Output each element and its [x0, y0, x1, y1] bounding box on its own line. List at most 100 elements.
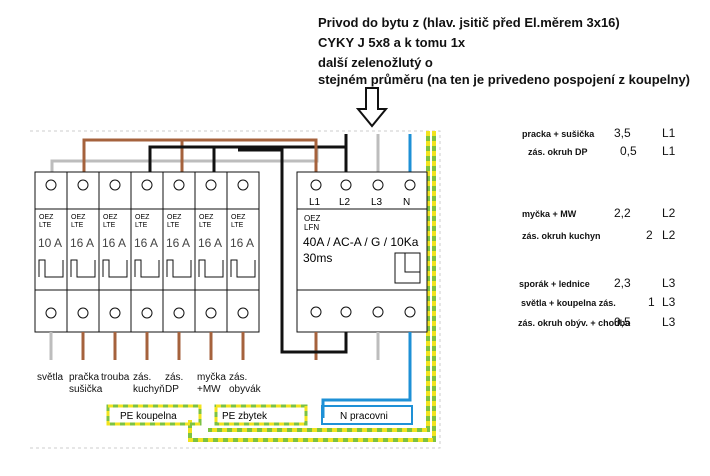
rcd-spec: 40A / AC-A / G / 10Ka — [303, 235, 419, 249]
rcd-body — [296, 171, 428, 333]
breaker-label-1: zás. — [165, 372, 183, 383]
rcd-terminal-screw-icon — [310, 306, 322, 318]
load-phase: L3 — [662, 315, 676, 329]
breaker-toggle-icon — [166, 259, 192, 278]
breaker-model: LTE — [135, 222, 148, 229]
pe-rest-label: PE zbytek — [222, 411, 268, 422]
breaker-toggle-icon — [230, 259, 256, 278]
breaker-model: LTE — [167, 222, 180, 229]
breaker-label-1: myčka — [197, 372, 226, 383]
breaker-rating: 16 A — [102, 236, 126, 250]
breaker-label-1: světla — [37, 372, 64, 383]
breaker-body — [130, 171, 164, 333]
breaker-brand: OEZ — [103, 214, 118, 221]
breaker-label-2: DP — [165, 384, 179, 395]
load-name: zás. okruh DP — [528, 147, 588, 157]
breaker-rating: 16 A — [166, 236, 190, 250]
breaker-label-2: sušička — [69, 384, 103, 395]
breaker-toggle-icon — [102, 259, 128, 278]
terminal-screw-icon — [45, 179, 57, 191]
breaker-body — [162, 171, 196, 333]
load-phase: L1 — [662, 144, 676, 158]
breaker-toggle-icon — [70, 259, 96, 278]
terminal-screw-icon — [141, 307, 153, 319]
breaker-body — [226, 171, 260, 333]
breaker-model: LTE — [231, 222, 244, 229]
terminal-screw-icon — [77, 307, 89, 319]
load-phase: L3 — [662, 295, 676, 309]
breaker-model: LTE — [199, 222, 212, 229]
header-line-2: CYKY J 5x8 a k tomu 1x — [318, 35, 466, 50]
breaker-toggle-icon — [134, 259, 160, 278]
load-phase: L3 — [662, 276, 676, 290]
load-value: 1 — [648, 295, 655, 309]
bottom-wires — [49, 332, 245, 360]
breaker-brand: OEZ — [167, 214, 182, 221]
rcd-terminal-screw-icon — [404, 179, 416, 191]
rcd-terminal-screw-icon — [340, 179, 352, 191]
terminal-screw-icon — [173, 179, 185, 191]
load-value: 2,3 — [614, 276, 631, 290]
rcd-terminal-label: L1 — [309, 197, 321, 208]
breaker-brand: OEZ — [39, 214, 54, 221]
terminal-screw-icon — [205, 307, 217, 319]
header-line-3: další zelenožlutý o — [318, 55, 433, 70]
load-value: 0,5 — [620, 144, 637, 158]
rcd-out-l2 — [238, 148, 348, 354]
breaker-brand: OEZ — [135, 214, 150, 221]
terminal-screw-icon — [77, 179, 89, 191]
supply-feeds — [314, 134, 412, 172]
breaker-body — [194, 171, 228, 333]
rcd-terminal-label: L3 — [371, 197, 383, 208]
rcd-terminal-label: N — [403, 197, 410, 208]
breaker-toggle-icon — [198, 259, 224, 278]
breaker-model: LTE — [103, 222, 116, 229]
breaker-rating: 16 A — [230, 236, 254, 250]
load-name: zás. okruh kuchyn — [522, 231, 601, 241]
header-line-1: Privod do bytu z (hlav. jsitič před El.m… — [318, 15, 620, 30]
breaker-brand: OEZ — [199, 214, 214, 221]
breaker-model: LTE — [39, 222, 52, 229]
rcd-terminal-label: L2 — [339, 197, 351, 208]
rcd-model: LFN — [304, 223, 319, 232]
rcd-terminal-screw-icon — [310, 179, 322, 191]
rcd-terminal-screw-icon — [372, 179, 384, 191]
breaker-body — [34, 171, 68, 333]
terminal-screw-icon — [237, 307, 249, 319]
load-value: 0,5 — [614, 315, 631, 329]
breaker-label-1: pračka — [69, 372, 99, 383]
terminal-screw-icon — [237, 179, 249, 191]
breaker-brand: OEZ — [71, 214, 86, 221]
rcd-terminal-screw-icon — [404, 306, 416, 318]
terminal-screw-icon — [45, 307, 57, 319]
rcd-toggle-icon — [394, 252, 421, 284]
terminal-screw-icon — [109, 307, 121, 319]
breaker-label-1: zás. — [133, 372, 151, 383]
breaker-rating: 10 A — [38, 236, 62, 250]
breaker-brand: OEZ — [231, 214, 246, 221]
breaker-body — [98, 171, 132, 333]
header-line-4: stejném průměru (na ten je privedeno pos… — [318, 72, 690, 87]
load-name: světla + koupelna zás. — [521, 298, 616, 308]
pe-bathroom-bus: PE koupelna — [106, 404, 202, 426]
breaker-rating: 16 A — [134, 236, 158, 250]
breaker-label-1: trouba — [101, 372, 130, 383]
terminal-screw-icon — [205, 179, 217, 191]
breaker-model: LTE — [71, 222, 84, 229]
load-phase: L1 — [662, 126, 676, 140]
breaker-label-2: kuchyň — [133, 384, 165, 395]
terminal-screw-icon — [173, 307, 185, 319]
panel-frame — [30, 130, 441, 449]
supply-arrow-icon — [355, 87, 389, 128]
load-phase: L2 — [662, 206, 676, 220]
